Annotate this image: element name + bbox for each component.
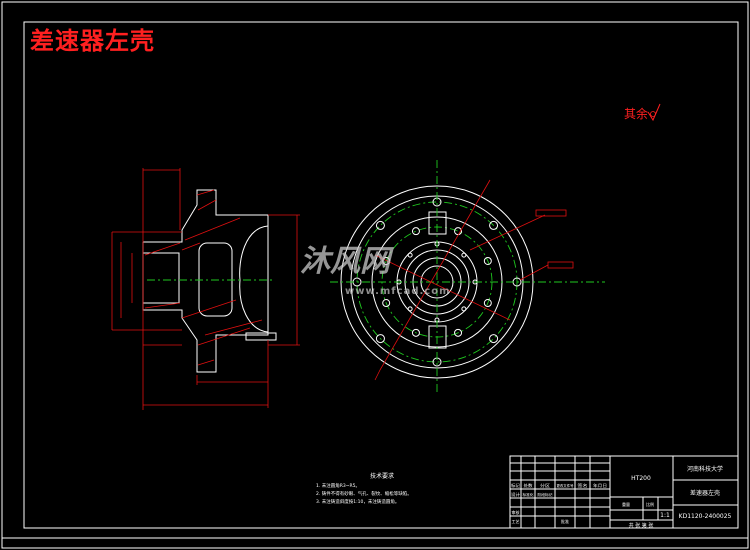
- sheets-text: 共 张 第 张: [629, 522, 654, 529]
- tech-item-1: 1. 未注圆角R3~R5。: [316, 482, 360, 489]
- process-label: 工艺: [512, 519, 520, 524]
- watermark-url: www.mfcad.com: [345, 286, 451, 297]
- bolt-hole: [407, 252, 413, 258]
- approve-label: 批准: [561, 518, 569, 524]
- scale-label: 比例: [646, 501, 654, 507]
- bolt-hole: [411, 227, 420, 236]
- roughness-symbol-icon: [647, 103, 661, 122]
- inner-frame: [23, 21, 739, 529]
- bolt-hole: [382, 256, 391, 265]
- part-name-text: 差速器左壳: [690, 489, 720, 497]
- header-zone: 分区: [540, 482, 550, 488]
- roughness-circle-icon: [650, 111, 656, 117]
- header-mark: 标记: [511, 482, 520, 488]
- bolt-hole: [454, 328, 463, 337]
- bolt-hole: [375, 334, 385, 344]
- bolt-hole: [411, 328, 420, 337]
- watermark-text: 沐风网: [300, 244, 390, 279]
- design-label: 设计: [511, 491, 520, 497]
- tech-heading: 技术要求: [370, 472, 394, 480]
- weight-label: 重量: [622, 501, 630, 507]
- front-view: [330, 160, 605, 395]
- material-text: HT200: [631, 475, 651, 482]
- header-count: 处数: [524, 482, 533, 488]
- header-date: 年月日: [593, 482, 607, 488]
- section-view: [111, 168, 300, 410]
- tech-item-3: 3. 未注铸造斜度按1:10，未注铸造圆角。: [316, 498, 399, 505]
- bolt-hole: [483, 256, 492, 265]
- drawing-title: 差速器左壳: [30, 26, 155, 55]
- school-text: 河南科技大学: [687, 465, 723, 473]
- bolt-hole: [375, 220, 385, 230]
- standard-label: 标准化: [523, 492, 535, 497]
- bolt-hole: [489, 334, 499, 344]
- tech-item-2: 2. 铸件不得有砂眼、气孔、裂纹、缩松等缺陷。: [316, 490, 412, 497]
- header-sign: 签名: [578, 482, 588, 488]
- bolt-hole: [407, 306, 413, 312]
- drawing-number: KD1120-2400025: [679, 513, 732, 520]
- bolt-hole: [489, 220, 499, 230]
- scale-text: 1:1: [660, 512, 670, 519]
- bolt-hole: [483, 299, 492, 308]
- stage-label: 阶段标记: [538, 492, 554, 497]
- title-block: [509, 455, 739, 529]
- bolt-hole: [382, 299, 391, 308]
- surface-note: 其余: [624, 107, 649, 121]
- header-change: 更改文件号: [557, 483, 574, 488]
- review-label: 审核: [512, 509, 520, 515]
- bolt-hole: [461, 252, 467, 258]
- bolt-hole: [461, 306, 467, 312]
